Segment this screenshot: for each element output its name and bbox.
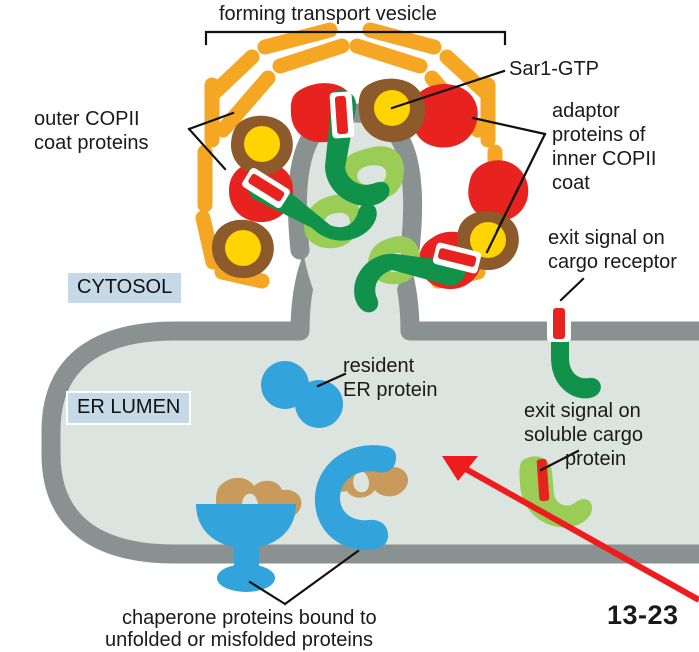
resident-er-protein <box>261 361 343 428</box>
label-adaptor-proteins-line1: adaptor <box>552 100 620 122</box>
exit-signal-red-bar <box>334 95 349 135</box>
outer-coat-rod <box>195 210 221 270</box>
chaperone-bowl <box>196 504 296 548</box>
label-cytosol: CYTOSOL <box>68 273 182 303</box>
leader-sar1-gtp <box>390 69 506 110</box>
outer-coat-rod <box>207 49 260 100</box>
figure-number: 13-23 <box>607 600 679 630</box>
label-exit-signal-cargo-receptor-line2: cargo receptor <box>548 251 677 273</box>
leader-outer-copii <box>187 111 235 171</box>
adaptor-red-blob <box>410 84 478 148</box>
label-exit-signal-cargo-receptor-line1: exit signal on <box>548 227 665 249</box>
exit-signal-red-bar <box>553 308 565 339</box>
resident-er-protein-lobe <box>295 380 343 428</box>
outer-coat-rod <box>272 38 350 74</box>
leader-exit-signal-receptor <box>559 277 585 302</box>
label-exit-signal-soluble-cargo-line1: exit signal on <box>524 400 641 422</box>
cargo-receptor-body <box>354 253 467 313</box>
label-adaptor-proteins-line2: proteins of <box>552 124 646 146</box>
exit-signal-red-bar <box>248 173 285 202</box>
outer-coat-rod <box>349 38 428 74</box>
label-exit-signal-soluble-cargo-line3: protein <box>565 448 627 470</box>
membrane-anchored-chaperone <box>196 477 302 592</box>
cargo-receptor <box>354 242 482 313</box>
leader-adaptor-proteins <box>471 116 547 254</box>
label-outer-copii-coat-proteins-line1: outer COPII <box>34 108 140 130</box>
leader-lines <box>187 30 585 606</box>
exit-signal-red-bar <box>437 248 477 267</box>
label-forming-transport-vesicle: forming transport vesicle <box>219 3 437 25</box>
outer-coat-rod <box>439 49 493 100</box>
sar1-complex <box>211 219 274 279</box>
leader-chaperone-proteins <box>248 549 360 606</box>
label-chaperone-proteins-line1: chaperone proteins bound to <box>122 607 377 629</box>
adaptor-red-blob <box>468 160 529 222</box>
cargo-receptor <box>242 167 377 241</box>
label-exit-signal-soluble-cargo-line2: soluble cargo <box>524 424 643 446</box>
leader-resident-er-protein <box>316 372 347 388</box>
free-chaperone <box>315 445 409 551</box>
chaperone-c-clamp <box>315 445 397 551</box>
outer-coat-rod <box>215 70 276 138</box>
label-resident-er-protein-line2: ER protein <box>343 379 438 401</box>
red-arrow-shaft <box>453 460 699 603</box>
label-adaptor-proteins-line4: coat <box>552 172 590 194</box>
cargo-receptors-in-vesicle <box>242 89 482 313</box>
label-chaperone-proteins-line2: unfolded or misfolded proteins <box>105 629 373 651</box>
sar1-complex <box>230 115 293 176</box>
label-adaptor-proteins-line3: inner COPII <box>552 148 657 170</box>
chaperone-foot <box>217 564 275 592</box>
bracket-forming-vesicle <box>204 30 507 46</box>
leader-exit-signal-soluble <box>539 449 580 472</box>
cargo-receptor-in-er-membrane <box>547 304 601 399</box>
cargo-receptor <box>325 89 390 206</box>
label-outer-copii-coat-proteins-line2: coat proteins <box>34 132 149 154</box>
sar1-complex <box>358 78 426 143</box>
sar1-gtp-circle <box>244 126 280 162</box>
red-arrow-head <box>442 456 478 481</box>
red-annotation-arrow <box>442 456 699 603</box>
sar1-gtp-circle <box>225 230 261 266</box>
label-resident-er-protein-line1: resident <box>343 355 415 377</box>
label-er-lumen: ER LUMEN <box>66 391 192 425</box>
label-sar1-gtp: Sar1-GTP <box>509 58 600 80</box>
